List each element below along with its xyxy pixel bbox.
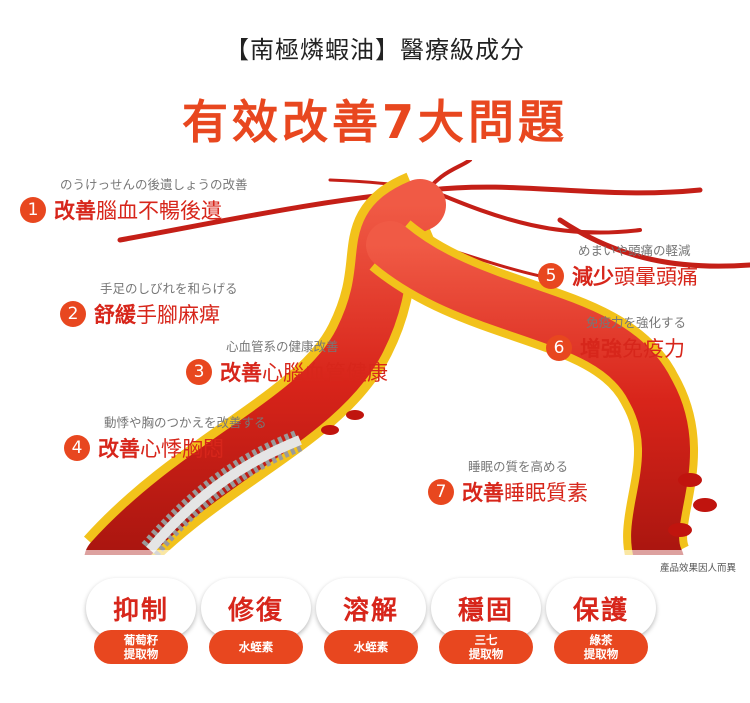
ingredient-pill-1: 抑制 葡萄籽提取物 [82,578,200,664]
tag-line: 綠茶 [589,633,613,647]
benefit-verb: 改善 [220,361,262,385]
benefit-note: のうけっせんの後遺しょうの改善 [60,177,248,192]
benefit-object: 心悸胸悶 [140,437,224,461]
benefit-verb: 增強 [580,337,622,361]
number-badge: 4 [64,435,90,461]
tag-line: 提取物 [583,647,619,661]
tag-line: 提取物 [468,647,504,661]
tag-line: 提取物 [123,647,159,661]
benefit-item-3: 心血管系の健康改善 3 改善 心腦血管健康 [186,336,388,387]
benefit-object: 睡眠質素 [504,481,588,505]
benefit-item-1: のうけっせんの後遺しょうの改善 1 改善 腦血不暢後遺 [20,174,248,225]
action-word: 保護 [546,578,656,638]
benefit-verb: 舒緩 [94,303,136,327]
ingredient-pill-2: 修復 水蛭素 [197,578,315,664]
ingredient-tag: 水蛭素 [324,630,418,664]
benefit-object: 頭暈頭痛 [614,265,698,289]
ingredient-tag: 綠茶提取物 [554,630,648,664]
number-badge: 3 [186,359,212,385]
subtitle: 【南極燐蝦油】醫療級成分 [225,36,525,64]
number-badge: 6 [546,335,572,361]
benefit-item-2: 手足のしびれを和らげる 2 舒緩 手腳麻痺 [60,278,238,329]
tag-line: 水蛭素 [238,640,274,654]
tag-line: 水蛭素 [353,640,389,654]
benefit-object: 手腳麻痺 [136,303,220,327]
ingredient-tag: 水蛭素 [209,630,303,664]
ingredient-pill-4: 穩固 三七提取物 [427,578,545,664]
benefit-note: 免疫力を強化する [586,315,687,330]
headline: 有效改善7大問題 [181,95,568,149]
action-word: 抑制 [86,578,196,638]
benefit-object: 腦血不暢後遺 [96,199,222,223]
benefit-object: 免疫力 [622,337,685,361]
benefit-item-7: 睡眠の質を高める 7 改善 睡眠質素 [428,456,588,507]
benefit-object: 心腦血管健康 [262,361,388,385]
benefit-item-5: めまいや頭痛の軽減 5 減少 頭暈頭痛 [538,240,698,291]
tag-line: 葡萄籽 [123,633,159,647]
number-badge: 5 [538,263,564,289]
artery-illustration [0,160,750,560]
benefit-note: めまいや頭痛の軽減 [578,243,691,258]
benefit-note: 睡眠の質を高める [468,459,569,474]
action-word: 穩固 [431,578,541,638]
ingredient-tag: 三七提取物 [439,630,533,664]
ingredient-pill-5: 保護 綠茶提取物 [542,578,660,664]
benefit-note: 心血管系の健康改善 [226,339,339,354]
ingredient-pill-3: 溶解 水蛭素 [312,578,430,664]
benefit-verb: 改善 [98,437,140,461]
benefit-item-6: 免疫力を強化する 6 增強 免疫力 [546,312,686,363]
benefit-verb: 減少 [572,265,614,289]
tag-line: 三七 [474,633,498,647]
number-badge: 7 [428,479,454,505]
disclaimer: 產品效果因人而異 [659,563,736,574]
benefit-note: 手足のしびれを和らげる [100,281,238,296]
action-word: 修復 [201,578,311,638]
benefit-verb: 改善 [54,199,96,223]
ingredient-tag: 葡萄籽提取物 [94,630,188,664]
benefit-item-4: 動悸や胸のつかえを改善する 4 改善 心悸胸悶 [64,412,267,463]
number-badge: 1 [20,197,46,223]
number-badge: 2 [60,301,86,327]
benefit-note: 動悸や胸のつかえを改善する [104,415,267,430]
benefit-verb: 改善 [462,481,504,505]
action-word: 溶解 [316,578,426,638]
